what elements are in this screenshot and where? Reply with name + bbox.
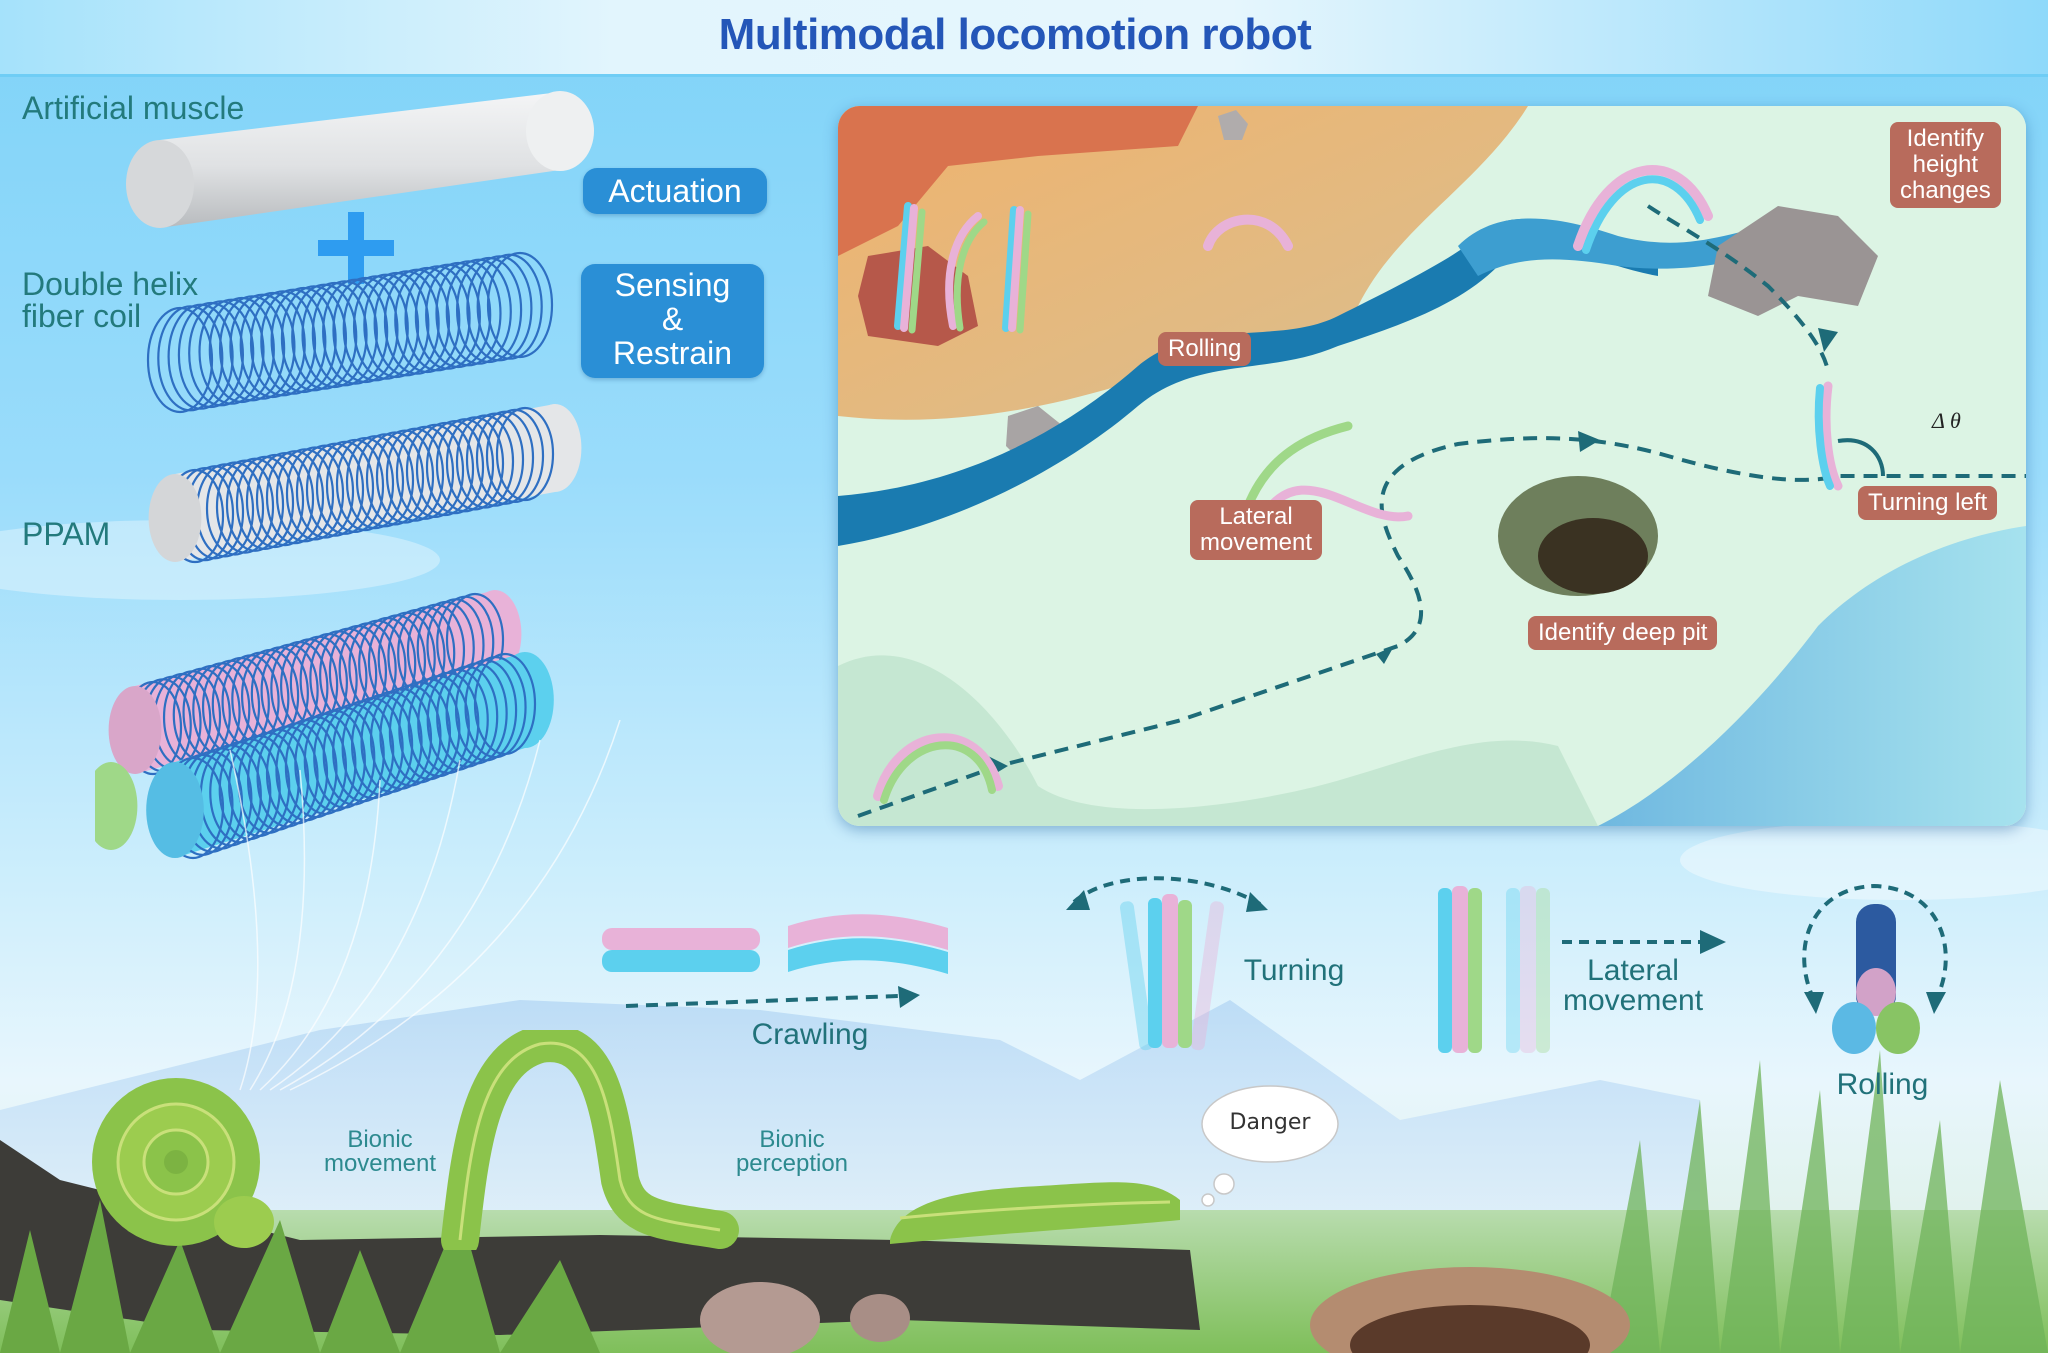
log xyxy=(0,1140,1200,1335)
sensing-badge-line3: Restrain xyxy=(612,335,733,371)
cylinder-cap xyxy=(95,762,138,850)
bionic-perception-caption: Bionic perception xyxy=(722,1128,862,1176)
rock xyxy=(700,1282,820,1353)
movement-path-upper xyxy=(1646,204,1830,372)
lateral-caption-line1: Lateral xyxy=(1587,954,1679,987)
coil-ring xyxy=(495,406,555,502)
sensing-restrain-badge: Sensing & Restrain xyxy=(581,264,764,378)
sand-area xyxy=(838,106,1528,420)
rock-arch xyxy=(1708,206,1878,316)
deep-pit-inner xyxy=(1538,518,1648,594)
ppam-label: PPAM xyxy=(22,516,111,552)
path-arrow xyxy=(1578,431,1600,452)
turning-caption: Turning xyxy=(1243,954,1345,987)
cliff xyxy=(838,106,1198,256)
cylinder-body xyxy=(135,590,495,774)
angle-arc xyxy=(1837,438,1885,477)
coil-ring xyxy=(473,652,537,756)
cylinder-end xyxy=(528,404,582,492)
path-arrow xyxy=(1818,328,1838,352)
river-upper xyxy=(1458,216,1838,276)
cylinder-body xyxy=(175,404,555,562)
mountains xyxy=(0,1000,1700,1250)
map-label-turning-left: Turning left xyxy=(1858,486,1998,520)
lateral-caption: Lateral movement xyxy=(1550,956,1716,1016)
double-helix-coil xyxy=(146,251,554,414)
rolling-robots-bottom xyxy=(1802,883,1948,1054)
cloud xyxy=(0,520,440,600)
map-label-lateral-movement: Lateral movement xyxy=(1190,500,1323,560)
coil-ring xyxy=(486,251,554,359)
caterpillar-coiled xyxy=(92,1078,274,1248)
sensing-badge-line2: & xyxy=(661,301,684,337)
thought-bubble xyxy=(1201,1085,1339,1207)
plus-icon xyxy=(318,212,394,284)
movement-path xyxy=(857,436,2026,818)
crawling-robots xyxy=(602,914,948,1008)
bionic-perception-line2: perception xyxy=(735,1150,849,1177)
cylinder-cap xyxy=(148,474,202,562)
terrain-map-art xyxy=(838,106,2026,826)
robot-arch xyxy=(873,165,1843,804)
map-label-identify-height: Identify height changes xyxy=(1890,122,2001,208)
identify-height-line3: changes xyxy=(1900,177,1991,204)
bionic-movement-line2: movement xyxy=(323,1150,437,1177)
terrain-map-panel: Rolling Identify height changes Lateral … xyxy=(838,106,2026,826)
robot-bundle xyxy=(95,590,554,860)
bionic-movement-line1: Bionic xyxy=(347,1126,413,1153)
zoom-rays xyxy=(229,720,621,1091)
cylinder-cap xyxy=(108,686,162,774)
lateral-caption-line2: movement xyxy=(1562,984,1704,1017)
gray-rock-small xyxy=(1218,110,1248,140)
crawling-caption: Crawling xyxy=(751,1018,869,1051)
tall-grass xyxy=(1600,1050,2048,1353)
map-label-identify-deep-pit: Identify deep pit xyxy=(1528,616,1718,650)
river xyxy=(838,218,1658,546)
ground-pit-inner xyxy=(1350,1305,1590,1353)
danger-text: Danger xyxy=(1229,1110,1311,1135)
map-lateral-line1: Lateral xyxy=(1219,503,1293,530)
turning-robots xyxy=(1066,876,1268,1051)
fiber-coil-label: Double helix fiber coil xyxy=(22,268,198,332)
identify-height-line2: height xyxy=(1912,151,1979,178)
path-arrow xyxy=(1376,646,1394,664)
header-bar xyxy=(0,0,2048,77)
sea xyxy=(1598,526,2026,826)
cloud xyxy=(1680,820,2048,900)
delta-theta-label: Δ θ xyxy=(1932,408,1961,433)
lower-grass xyxy=(838,655,1598,826)
bionic-movement-caption: Bionic movement xyxy=(310,1128,450,1176)
fiber-coil-label-line2: fiber coil xyxy=(22,298,142,334)
sensing-badge-line1: Sensing xyxy=(614,267,731,303)
fiber-coil-label-line1: Double helix xyxy=(22,266,199,302)
rolling-robots xyxy=(894,202,1032,334)
page-title: Multimodal locomotion robot xyxy=(718,10,1312,59)
bionic-perception-line1: Bionic xyxy=(759,1126,825,1153)
rock xyxy=(850,1294,910,1342)
actuation-badge: Actuation xyxy=(583,168,767,214)
caterpillar-arched xyxy=(441,1030,739,1250)
artificial-muscle-cylinder xyxy=(126,91,594,228)
rolling-caption: Rolling xyxy=(1836,1068,1929,1101)
map-lateral-line2: movement xyxy=(1200,529,1313,556)
artificial-muscle-label: Artificial muscle xyxy=(22,90,245,126)
ppam-cylinder xyxy=(148,404,582,564)
cylinder-cap xyxy=(146,762,204,858)
lateral-robots xyxy=(1438,886,1726,1053)
map-label-rolling: Rolling xyxy=(1158,332,1252,366)
identify-height-line1: Identify xyxy=(1906,125,1985,152)
caterpillar-crawling xyxy=(890,1182,1180,1244)
